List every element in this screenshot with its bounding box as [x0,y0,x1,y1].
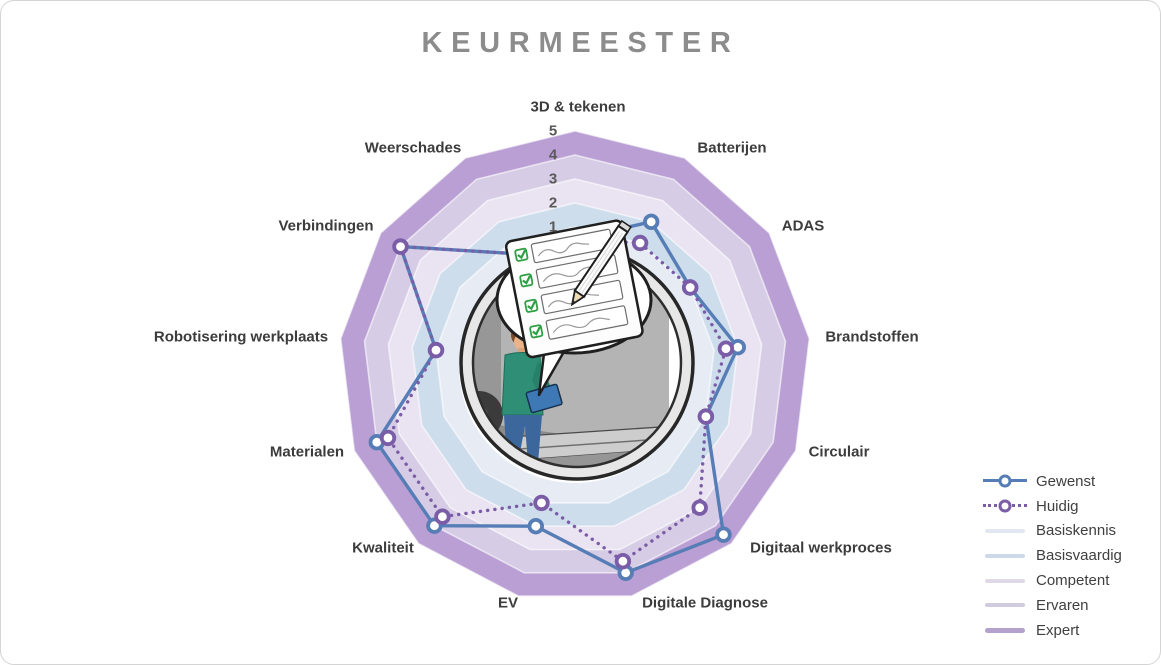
category-label-0: 3D & tekenen [530,98,626,116]
marker-huidig-9[interactable] [379,429,397,447]
checklist-row [529,305,629,340]
category-label-10: Robotisering werkplaats [153,328,329,346]
category-label-4: Circulair [808,443,870,461]
legend-item-competent[interactable]: Competent [983,568,1160,593]
data-series [368,213,747,582]
tick-label-1: 1 [548,218,558,236]
category-label-3: Brandstoffen [825,328,919,346]
legend-item-basisvaardig[interactable]: Basisvaardig [983,543,1160,568]
legend-label: Huidig [1036,497,1079,515]
legend-item-expert[interactable]: Expert [983,618,1160,643]
category-label-1: Batterijen [697,139,767,157]
category-label-9: Materialen [269,443,345,461]
chart-title: KEURMEESTER [421,27,740,59]
legend-item-basiskennis[interactable]: Basiskennis [983,519,1160,544]
series-line-gewenst[interactable] [375,220,740,575]
category-label-11: Verbindingen [278,217,374,235]
pencil-icon [570,219,632,307]
legend-swatch-band-icon [983,548,1027,564]
legend-swatch-band-icon [983,523,1027,539]
tick-label-2: 2 [548,194,558,212]
legend-label: Expert [1036,621,1080,639]
marker-huidig-1[interactable] [631,234,649,252]
marker-gewenst-5[interactable] [715,526,732,543]
marker-gewenst-1[interactable] [643,213,660,231]
marker-huidig-4[interactable] [697,408,715,425]
legend-swatch-band-icon [983,622,1027,638]
legend-swatch-series-dotted-icon [983,498,1027,514]
marker-huidig-2[interactable] [682,279,699,296]
tick-label-3: 3 [548,170,558,188]
marker-huidig-7[interactable] [533,494,550,512]
category-label-6: Digitale Diagnose [642,594,768,612]
legend-label: Basiskennis [1036,522,1117,540]
legend-swatch-band-icon [983,597,1027,613]
legend-swatch-band-icon [983,573,1027,589]
legend-item-huidig[interactable]: Huidig [983,494,1160,519]
legend-label: Ervaren [1036,596,1089,614]
legend-label: Basisvaardig [1036,547,1122,565]
legend-swatch-series-solid-icon [983,473,1027,489]
marker-huidig-3[interactable] [717,340,735,357]
marker-huidig-5[interactable] [691,499,708,516]
marker-huidig-11[interactable] [392,238,409,255]
checklist-bubble [495,219,653,397]
legend-item-gewenst[interactable]: Gewenst [983,469,1160,494]
marker-huidig-10[interactable] [427,341,445,359]
category-label-5: Digitaal werkproces [750,539,892,557]
category-label-8: Kwaliteit [352,539,414,557]
legend-label: Competent [1036,572,1110,590]
tick-label-4: 4 [548,146,558,164]
marker-gewenst-7[interactable] [527,518,545,535]
category-label-12: Weerschades [364,139,462,157]
legend-label: Gewenst [1036,472,1096,490]
marker-huidig-6[interactable] [614,553,632,570]
legend-item-ervaren[interactable]: Ervaren [983,593,1160,618]
category-label-7: EV [497,594,519,612]
category-label-2: ADAS [781,217,825,235]
tick-label-5: 5 [548,122,558,140]
marker-huidig-8[interactable] [434,508,451,525]
